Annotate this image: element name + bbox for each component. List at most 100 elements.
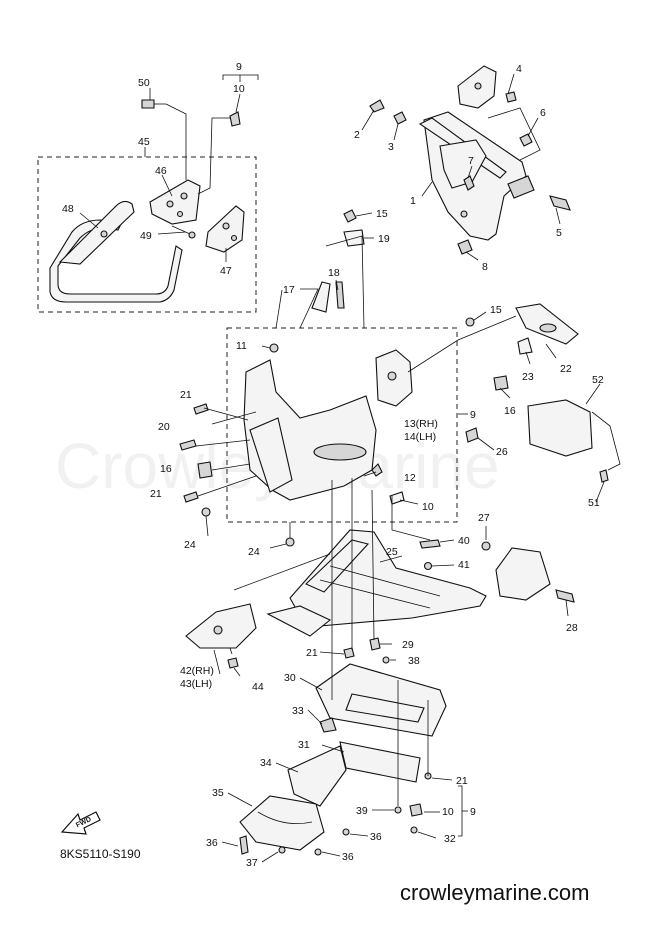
part-50-bolt[interactable]	[141, 99, 166, 109]
part-10-clip-bottom[interactable]	[409, 803, 423, 817]
callout-15-right: 15	[490, 304, 502, 316]
group-box-9	[226, 327, 458, 523]
callout-10-bottom: 10	[442, 806, 454, 818]
part-32-screw[interactable]	[410, 826, 418, 834]
callout-20: 20	[158, 421, 170, 433]
part-21-rivet-upper[interactable]	[193, 403, 209, 415]
part-1-guard[interactable]	[418, 111, 535, 241]
leader-lines	[79, 73, 605, 863]
callout-5: 5	[556, 227, 562, 239]
callout-31: 31	[298, 739, 310, 751]
callout-21-b: 21	[150, 488, 162, 500]
part-37-screw[interactable]	[278, 846, 286, 854]
part-4-mount[interactable]	[457, 65, 517, 109]
part-9-front-panel[interactable]	[243, 349, 413, 501]
callout-43: 43(LH)	[180, 678, 212, 690]
callout-32: 32	[444, 833, 456, 845]
callout-30: 30	[284, 672, 296, 684]
part-23-bracket[interactable]	[517, 337, 533, 355]
part-2-bolt[interactable]	[369, 99, 385, 113]
callout-51: 51	[588, 497, 600, 509]
part-3-nut[interactable]	[393, 111, 407, 125]
part-16-block-right[interactable]	[493, 375, 509, 391]
callout-24-left: 24	[184, 539, 196, 551]
group-box-45	[37, 156, 257, 313]
callout-9-top: 9	[236, 61, 242, 73]
part-29-bolt[interactable]	[369, 637, 381, 651]
callout-16-right: 16	[504, 405, 516, 417]
callout-27: 27	[478, 512, 490, 524]
part-46-bracket[interactable]	[149, 179, 201, 225]
part-15-nut-upper[interactable]	[343, 209, 357, 223]
part-10-clip-top[interactable]	[229, 111, 241, 127]
callout-28: 28	[566, 622, 578, 634]
callout-23: 23	[522, 371, 534, 383]
callout-17: 17	[283, 284, 295, 296]
part-27-nut[interactable]	[481, 541, 491, 551]
part-21-rivet-lower[interactable]	[343, 647, 355, 659]
callout-9-bottom: 9	[470, 806, 476, 818]
callout-13: 13(RH)	[404, 418, 438, 430]
callout-7: 7	[468, 155, 474, 167]
callout-10-mid: 10	[422, 501, 434, 513]
callout-50: 50	[138, 77, 150, 89]
part-42-43-mount[interactable]	[185, 603, 257, 649]
part-44-bolt[interactable]	[227, 657, 239, 669]
part-40-rivet[interactable]	[419, 539, 441, 549]
part-8-nut[interactable]	[457, 239, 473, 255]
callout-16-left: 16	[160, 463, 172, 475]
callout-33: 33	[292, 705, 304, 717]
callout-2: 2	[354, 129, 360, 141]
part-47-bracket[interactable]	[205, 205, 245, 253]
part-41-rivet[interactable]	[423, 561, 433, 571]
part-17-plate[interactable]	[311, 281, 331, 313]
part-36-screw-c[interactable]	[314, 848, 322, 856]
callout-39: 39	[356, 805, 368, 817]
part-11-bolt[interactable]	[269, 343, 279, 353]
part-15-nut-right[interactable]	[465, 317, 475, 327]
callout-26: 26	[496, 446, 508, 458]
part-16-block-left[interactable]	[197, 461, 213, 479]
part-35-guard[interactable]	[239, 795, 325, 851]
part-51-screw[interactable]	[599, 469, 609, 483]
part-24-bolt-bottom[interactable]	[285, 537, 295, 547]
callout-49: 49	[140, 230, 152, 242]
callout-25: 25	[386, 546, 398, 558]
fwd-arrow-icon: FWD	[60, 811, 101, 835]
part-36-screw-a[interactable]	[342, 828, 350, 836]
callout-46: 46	[155, 165, 167, 177]
part-21-rivet-mid[interactable]	[183, 491, 199, 503]
part-31-plate[interactable]	[339, 741, 421, 783]
callout-41: 41	[458, 559, 470, 571]
part-33-bracket[interactable]	[319, 717, 337, 733]
callout-29: 29	[402, 639, 414, 651]
part-6-nut[interactable]	[519, 133, 533, 147]
callout-48: 48	[62, 203, 74, 215]
callout-3: 3	[388, 141, 394, 153]
part-25-frame[interactable]	[266, 529, 487, 637]
part-52-panel[interactable]	[527, 399, 593, 457]
callout-44: 44	[252, 681, 264, 693]
callout-40: 40	[458, 535, 470, 547]
part-24-bolt-left[interactable]	[201, 507, 211, 517]
part-36-screw-b[interactable]	[239, 835, 249, 855]
callout-12: 12	[404, 472, 416, 484]
part-49-bolt[interactable]	[171, 225, 196, 239]
part-10-clip-mid[interactable]	[389, 491, 405, 505]
callout-36-c: 36	[342, 851, 354, 863]
callout-14: 14(LH)	[404, 431, 436, 443]
part-39-rivet[interactable]	[394, 806, 402, 814]
part-34-shield[interactable]	[287, 745, 347, 807]
callout-21-c: 21	[306, 647, 318, 659]
callout-21-d: 21	[456, 775, 468, 787]
callout-21-a: 21	[180, 389, 192, 401]
part-38-rivet[interactable]	[382, 656, 390, 664]
part-48-bumper[interactable]	[49, 200, 183, 303]
callout-24-bottom: 24	[248, 546, 260, 558]
callout-labels: 9 10 50 45 46 48 49 47 4 2 3 6 7 1 5 8 1…	[62, 61, 604, 869]
part-5-bolt[interactable]	[549, 195, 571, 211]
callout-15-upper: 15	[376, 208, 388, 220]
footer-site-name: crowleymarine.com	[400, 880, 590, 905]
part-28-mount[interactable]	[495, 547, 551, 601]
